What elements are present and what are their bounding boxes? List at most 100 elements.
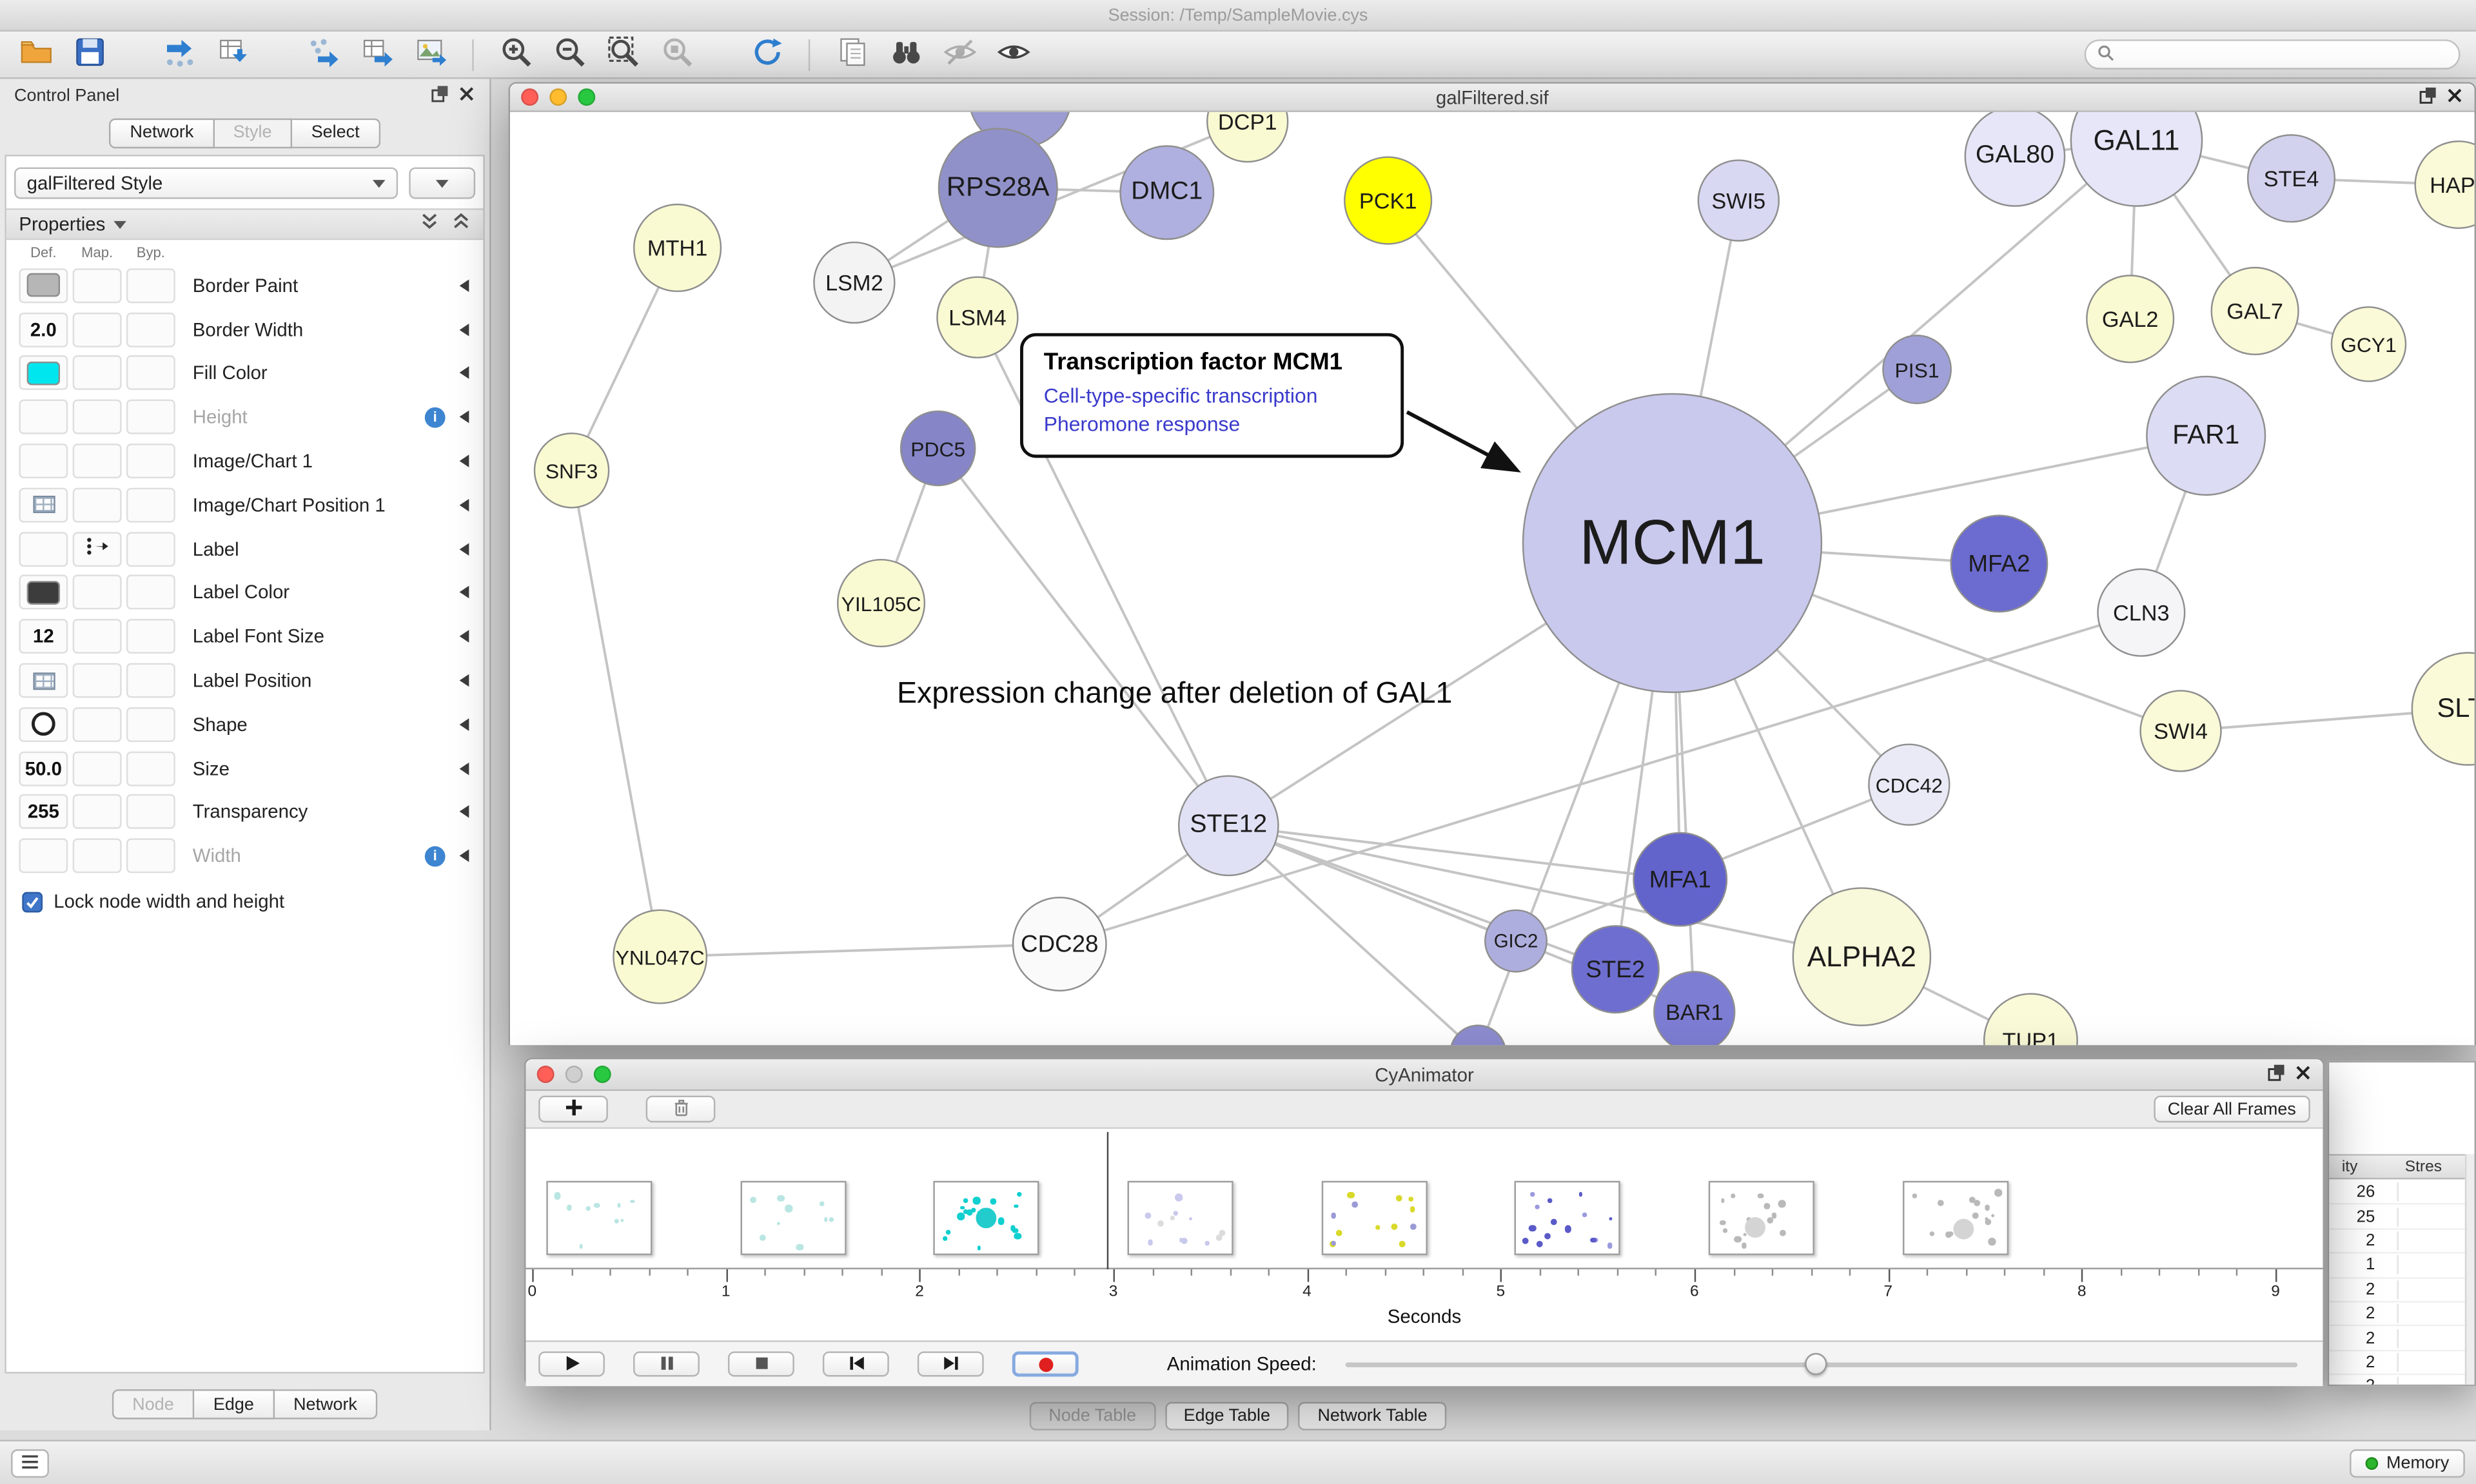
network-edge[interactable] [1228, 824, 1517, 942]
mapping-cell[interactable] [72, 750, 122, 786]
memory-button[interactable]: Memory [2350, 1448, 2465, 1478]
bypass-cell[interactable] [126, 575, 175, 610]
network-node[interactable]: GAL7 [2210, 266, 2299, 356]
network-canvas[interactable]: RPS30BRPS28ADMC1DCP1PCK1SWI5GAL80GAL11ST… [510, 112, 2475, 1046]
network-node[interactable]: CDC42 [1868, 743, 1950, 826]
expand-arrow-icon[interactable] [459, 542, 469, 556]
expand-arrow-icon[interactable] [459, 279, 469, 292]
default-value-cell[interactable] [19, 707, 68, 742]
network-node[interactable]: RPS28A [938, 128, 1058, 248]
network-node[interactable]: PIS1 [1882, 335, 1952, 404]
default-value-cell[interactable]: 255 [19, 794, 68, 830]
tab-network-style[interactable]: Network [274, 1389, 378, 1420]
properties-header[interactable]: Properties [6, 208, 484, 240]
network-edge[interactable] [1228, 824, 1616, 971]
frame-thumbnail[interactable] [1515, 1180, 1621, 1255]
frame-thumbnail[interactable] [740, 1180, 846, 1255]
network-node[interactable]: YIL105C [836, 558, 926, 648]
network-node[interactable]: GIC2 [1484, 909, 1548, 973]
tab-node-table[interactable]: Node Table [1029, 1401, 1155, 1430]
save-session-button[interactable] [70, 35, 109, 74]
panel-menu-button[interactable] [11, 1448, 49, 1478]
bypass-cell[interactable] [126, 312, 175, 347]
find-button[interactable] [886, 35, 925, 74]
bypass-cell[interactable] [126, 663, 175, 698]
zoom-fit-button[interactable] [604, 35, 643, 74]
bypass-cell[interactable] [126, 619, 175, 654]
expand-arrow-icon[interactable] [459, 367, 469, 380]
expand-arrow-icon[interactable] [459, 498, 469, 512]
default-value-cell[interactable] [19, 400, 68, 435]
cyanimator-titlebar[interactable]: CyAnimator [526, 1059, 2323, 1091]
clear-all-frames-button[interactable]: Clear All Frames [2153, 1095, 2310, 1123]
hide-details-button[interactable] [939, 35, 979, 74]
mapping-cell[interactable] [72, 531, 122, 567]
network-node[interactable]: ALPHA2 [1792, 887, 1932, 1026]
property-row[interactable]: Label [6, 527, 484, 571]
network-edge[interactable] [937, 447, 1230, 827]
close-window-button[interactable] [521, 88, 539, 106]
table-row[interactable]: 2 [2329, 1351, 2465, 1376]
mapping-cell[interactable] [72, 312, 122, 347]
property-row[interactable]: Fill Color [6, 351, 484, 395]
property-row[interactable]: Label Color [6, 571, 484, 614]
network-node[interactable]: MCM1 [1522, 393, 1823, 694]
import-table-button[interactable] [213, 35, 253, 74]
close-view-icon[interactable] [2446, 83, 2463, 112]
bypass-cell[interactable] [126, 839, 175, 874]
table-row[interactable]: 2 [2329, 1229, 2465, 1254]
bypass-cell[interactable] [126, 750, 175, 786]
network-node[interactable]: LSM4 [936, 276, 1019, 358]
lock-size-checkbox[interactable] [22, 891, 43, 912]
frame-thumbnail[interactable] [934, 1180, 1040, 1255]
show-details-button[interactable] [993, 35, 1032, 74]
tab-network-table[interactable]: Network Table [1299, 1401, 1447, 1430]
table-row[interactable]: 25 [2329, 1206, 2465, 1230]
default-value-cell[interactable] [19, 663, 68, 698]
mapping-cell[interactable] [72, 663, 122, 698]
column-header-stress[interactable]: Stres [2404, 1158, 2442, 1176]
expand-arrow-icon[interactable] [459, 323, 469, 336]
mapping-cell[interactable] [72, 794, 122, 830]
bypass-cell[interactable] [126, 794, 175, 830]
network-node[interactable]: STE12 [1177, 775, 1279, 877]
next-frame-button[interactable] [917, 1351, 984, 1377]
bypass-cell[interactable] [126, 531, 175, 567]
network-node[interactable]: SWI5 [1697, 159, 1780, 242]
network-node[interactable]: BAR1 [1653, 971, 1736, 1046]
default-value-cell[interactable] [19, 356, 68, 391]
expand-arrow-icon[interactable] [459, 674, 469, 687]
add-frame-button[interactable] [538, 1095, 608, 1123]
slider-thumb[interactable] [1804, 1352, 1827, 1376]
default-value-cell[interactable] [19, 575, 68, 610]
network-node[interactable]: GCY1 [2330, 306, 2407, 382]
zoom-window-button[interactable] [593, 1066, 611, 1084]
network-edge[interactable] [1227, 825, 1478, 1046]
stop-button[interactable] [727, 1351, 794, 1377]
float-window-icon[interactable] [2268, 1060, 2285, 1088]
tab-node-style[interactable]: Node [112, 1389, 195, 1420]
network-window-titlebar[interactable]: galFiltered.sif [510, 83, 2475, 112]
collapse-all-icon[interactable] [451, 210, 470, 239]
mapping-cell[interactable] [72, 575, 122, 610]
mapping-cell[interactable] [72, 707, 122, 742]
default-value-cell[interactable] [19, 531, 68, 567]
expand-arrow-icon[interactable] [459, 806, 469, 819]
frame-thumbnail[interactable] [1902, 1180, 2009, 1255]
expand-arrow-icon[interactable] [459, 850, 469, 863]
column-header-centrality[interactable]: ity [2341, 1158, 2358, 1176]
mapping-cell[interactable] [72, 619, 122, 654]
default-value-cell[interactable] [19, 839, 68, 874]
delete-frame-button[interactable] [645, 1095, 716, 1123]
network-edge[interactable] [660, 942, 1060, 959]
network-node[interactable]: CDC28 [1012, 897, 1107, 991]
mapping-cell[interactable] [72, 444, 122, 479]
zoom-out-button[interactable] [549, 35, 589, 74]
canvas-text-annotation[interactable]: Expression change after deletion of GAL1 [897, 677, 1453, 711]
property-row[interactable]: Image/Chart 1 [6, 439, 484, 483]
